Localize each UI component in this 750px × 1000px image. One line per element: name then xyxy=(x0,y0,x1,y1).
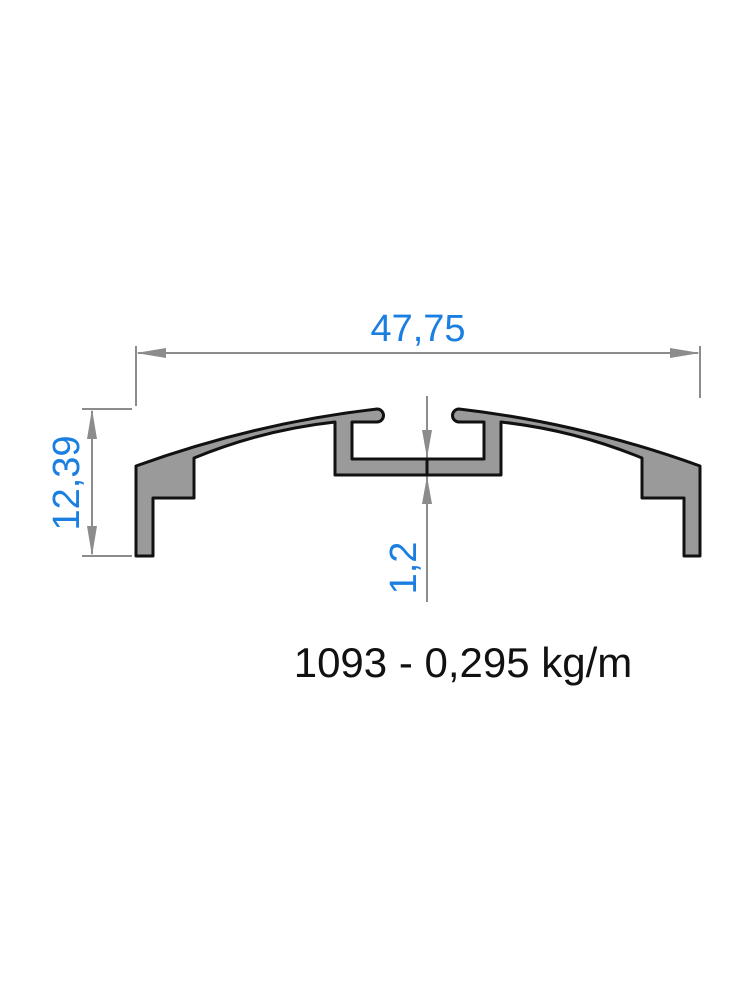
profile-left-half xyxy=(134,407,429,558)
width-dimension: 47,75 xyxy=(135,308,701,406)
width-label: 47,75 xyxy=(370,308,465,350)
profile-caption: 1093 - 0,295 kg/m xyxy=(294,639,633,686)
thickness-label: 1,2 xyxy=(383,542,425,595)
profile-right-half xyxy=(425,407,702,558)
profile-section xyxy=(134,407,702,558)
height-arrow-top xyxy=(87,409,97,439)
width-arrow-left xyxy=(136,348,166,358)
height-dimension: 12,39 xyxy=(46,408,132,557)
height-label: 12,39 xyxy=(46,435,88,530)
thickness-arrow-up xyxy=(422,476,432,504)
width-arrow-right xyxy=(670,348,700,358)
thickness-arrow-down xyxy=(422,430,432,458)
thickness-dimension: 1,2 xyxy=(383,396,432,602)
height-arrow-bottom xyxy=(87,526,97,556)
